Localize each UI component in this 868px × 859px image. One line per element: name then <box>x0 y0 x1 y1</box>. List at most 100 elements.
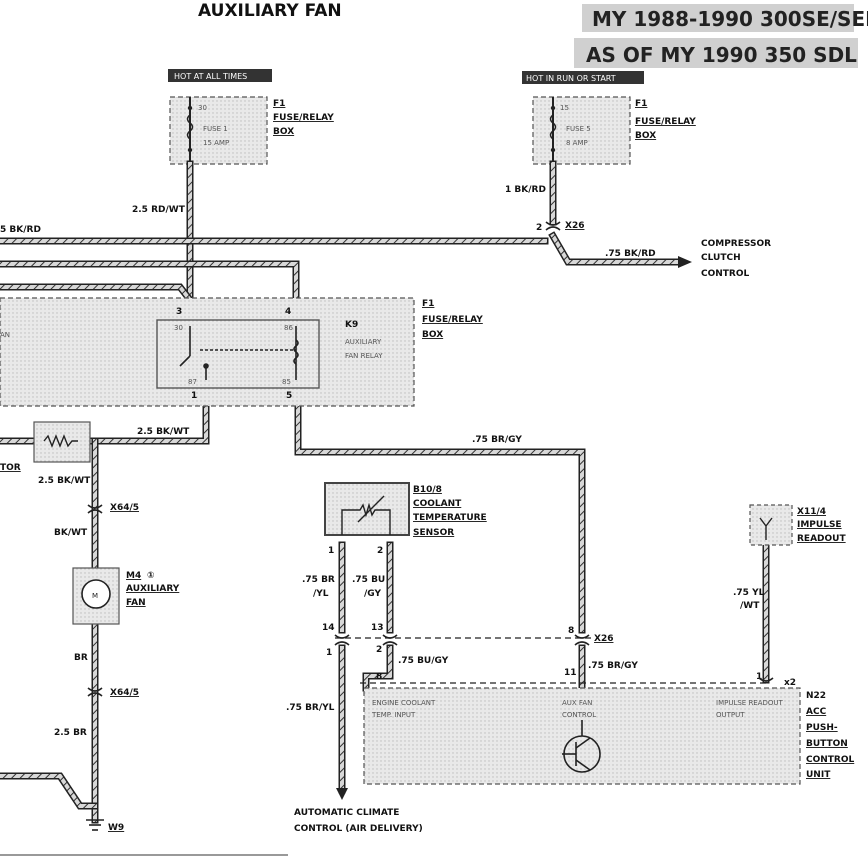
cu-in1: ENGINE COOLANT <box>372 699 436 707</box>
fuse5-pin: 15 <box>560 104 569 112</box>
sensor-pin-1: 1 <box>328 546 334 556</box>
cu-name2: PUSH- <box>806 723 838 733</box>
fuse5-inner2: 8 AMP <box>566 139 588 147</box>
fuse5-name2: BOX <box>635 131 656 141</box>
wire-bk-wt: BK/WT <box>54 528 88 538</box>
fan-mark: ① <box>147 571 155 581</box>
wire-bk-rd-1: 1 BK/RD <box>505 185 546 195</box>
hot-run-bg <box>522 71 644 84</box>
impulse-name2: READOUT <box>797 534 846 544</box>
compressor-l3: CONTROL <box>701 269 750 279</box>
ground-symbol-icon <box>86 819 104 831</box>
wire-bk-wt-25-relay: 2.5 BK/WT <box>137 427 190 437</box>
k9-relay <box>156 319 320 389</box>
diagram-title: AUXILIARY FAN <box>198 1 342 21</box>
hot-always-label: HOT AT ALL TIMES <box>174 72 247 81</box>
k9-relay-internals <box>179 326 299 380</box>
x2-connector <box>758 677 774 682</box>
sensor-ref: B10/8 <box>413 485 442 495</box>
climate-l2: CONTROL (AIR DELIVERY) <box>294 824 423 834</box>
wire-yl-wt-a: .75 YL <box>733 588 765 598</box>
relay-pin-30: 30 <box>174 324 183 332</box>
x64-bottom-ref: X64/5 <box>110 688 139 698</box>
cu-in3: AUX FAN <box>562 699 592 707</box>
relay-pin-86: 86 <box>284 324 293 332</box>
fuse1-name2: BOX <box>273 127 294 137</box>
x26-top-connector <box>545 221 561 231</box>
k9-name1: AUXILIARY <box>345 338 382 346</box>
x26-top-pin: 2 <box>536 223 542 233</box>
compressor-l1: COMPRESSOR <box>701 239 771 249</box>
wire-br-yl-b: /YL <box>313 589 329 599</box>
cu-name4: CONTROL <box>806 755 855 765</box>
cu-name1: ACC <box>806 707 827 717</box>
x26-mid-pin-11: 11 <box>564 668 577 678</box>
cu-ref: N22 <box>806 691 826 701</box>
relay-pin-5: 5 <box>286 391 292 401</box>
resistor-fragment: TOR <box>0 463 21 473</box>
relay-box-left-fragment: AN <box>0 331 10 339</box>
relay-box-ref: F1 <box>422 299 434 309</box>
auxiliary-fan-motor: M <box>72 567 120 625</box>
relay-box-name2: BOX <box>422 330 443 340</box>
coolant-temp-sensor <box>324 482 410 536</box>
fuse1-ref: F1 <box>273 99 285 109</box>
x26-mid-pin-14: 14 <box>322 623 335 633</box>
ground-ref: W9 <box>108 823 124 833</box>
x26-top-ref: X26 <box>565 221 584 231</box>
sensor-name3: SENSOR <box>413 528 454 538</box>
relay-box-name1: FUSE/RELAY <box>422 315 483 325</box>
wire-br: BR <box>74 653 88 663</box>
x26-mid-pin-8: 8 <box>568 626 574 636</box>
model-line-1: MY 1988-1990 300SE/SEL <box>592 7 868 31</box>
relay-pin-87: 87 <box>188 378 197 386</box>
x26-mid-pin-13: 13 <box>371 623 384 633</box>
fan-ref: M4 <box>126 571 141 581</box>
fuse5-inner1: FUSE 5 <box>566 125 591 133</box>
wire-bu-gy-low: .75 BU/GY <box>398 656 449 666</box>
wire-br-gy: .75 BR/GY <box>472 435 522 445</box>
relay-pin-85: 85 <box>282 378 291 386</box>
x64-top-connector <box>87 504 103 514</box>
x26-mid-ref: X26 <box>594 634 613 644</box>
x26-mid-pin-1: 1 <box>326 648 332 658</box>
x64-top-ref: X64/5 <box>110 503 139 513</box>
fan-name1: AUXILIARY <box>126 584 180 594</box>
relay-pin-4: 4 <box>285 307 291 317</box>
fuse1-box: 30 FUSE 1 15 AMP <box>169 96 268 165</box>
climate-arrow <box>336 788 348 800</box>
impulse-ref: X11/4 <box>797 507 826 517</box>
wire-bk-rd-left: 5 BK/RD <box>0 225 41 235</box>
fuse1-inner2: 15 AMP <box>203 139 229 147</box>
fan-name2: FAN <box>126 598 146 608</box>
cu-in2: TEMP. INPUT <box>371 711 416 719</box>
model-banner-1-bg <box>582 4 854 32</box>
fuse1-inner1: FUSE 1 <box>203 125 228 133</box>
svg-text:M: M <box>92 592 98 600</box>
sensor-pin-2: 2 <box>377 546 383 556</box>
compressor-l2: CLUTCH <box>701 253 741 263</box>
k9-ref: K9 <box>345 320 358 330</box>
cu-name5: UNIT <box>806 770 831 780</box>
climate-l1: AUTOMATIC CLIMATE <box>294 808 399 818</box>
hot-always-bg <box>168 69 272 82</box>
k9-name2: FAN RELAY <box>345 352 383 360</box>
wire-br-gy-low: .75 BR/GY <box>588 661 638 671</box>
wire-bk-rd-75: .75 BK/RD <box>605 249 656 259</box>
relay-pin-3: 3 <box>176 307 182 317</box>
transistor-icon <box>562 720 601 773</box>
relay-pin-1: 1 <box>191 391 197 401</box>
model-line-2: AS OF MY 1990 350 SDL <box>586 43 857 67</box>
impulse-readout-connector <box>749 504 793 546</box>
fuse5-ref: F1 <box>635 99 647 109</box>
cu-in5: IMPULSE READOUT <box>716 699 784 707</box>
wire-br-yl-a: .75 BR <box>302 575 335 585</box>
resistor-box <box>33 421 91 463</box>
hot-run-label: HOT IN RUN OR START <box>526 74 616 83</box>
impulse-name1: IMPULSE <box>797 520 842 530</box>
wire-rd-wt: 2.5 RD/WT <box>132 205 186 215</box>
x26-mid-connectors <box>334 634 590 646</box>
wire-br-25: 2.5 BR <box>54 728 87 738</box>
wires <box>0 160 770 824</box>
